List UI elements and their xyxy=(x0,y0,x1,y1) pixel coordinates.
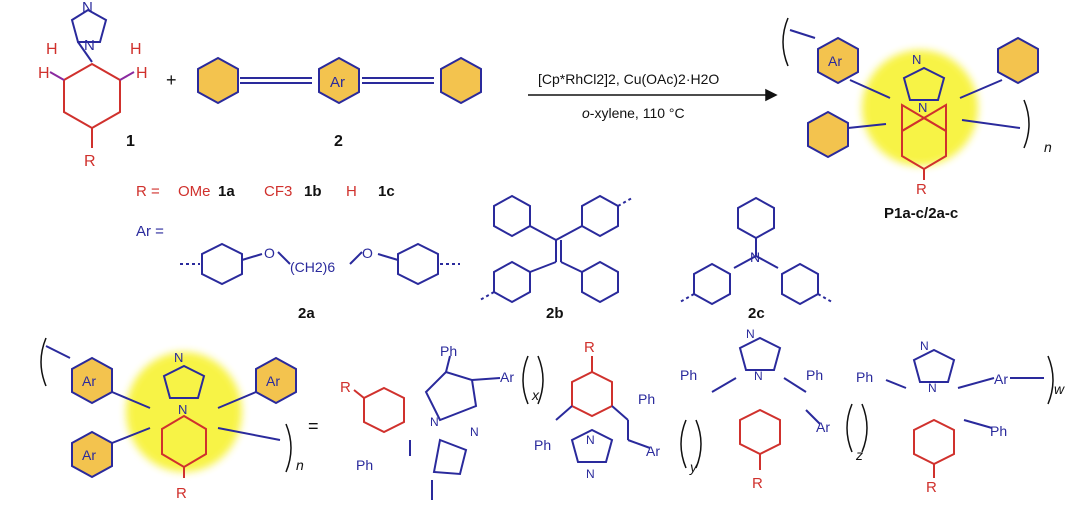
bottom-n-center: N xyxy=(178,402,187,417)
linker-o-left: O xyxy=(264,245,275,261)
bottom-n-subscript: n xyxy=(296,457,304,473)
isomer-y-ar: Ar xyxy=(646,443,660,459)
isomer-x-r: R xyxy=(340,379,351,396)
isomer-y-ph-left: Ph xyxy=(534,437,551,453)
compound-2-label: 2 xyxy=(334,133,343,150)
h-left-ring: H xyxy=(38,65,50,82)
isomer-z-ph-left: Ph xyxy=(680,367,697,383)
isomer-z-ar: Ar xyxy=(816,419,830,435)
isomer-unit-z xyxy=(711,336,821,470)
label-1c: 1c xyxy=(378,183,395,200)
condition-text: o-xylene, 110 °C xyxy=(582,105,685,121)
isomer-unit-x xyxy=(353,355,501,500)
isomer-x-n1: N xyxy=(430,415,439,429)
polymer-brackets xyxy=(40,17,1054,473)
h-right-ring: H xyxy=(136,65,148,82)
label-2b: 2b xyxy=(546,305,564,322)
isomer-y-n2: N xyxy=(586,467,595,481)
isomer-y-n1: N xyxy=(586,433,595,447)
product-n-top: N xyxy=(912,52,921,67)
compound-1-label: 1 xyxy=(126,133,135,150)
subscript-y: y xyxy=(689,459,698,475)
product-n-center: N xyxy=(918,100,927,115)
imidazole-n-bottom: N xyxy=(84,37,95,54)
bottom-r: R xyxy=(176,485,187,502)
isomer-x-n2: N xyxy=(470,425,479,439)
structure-2c xyxy=(679,196,833,306)
isomer-w-ar: Ar xyxy=(994,371,1008,387)
r-equals: R = xyxy=(136,183,160,200)
linker-o-right: O xyxy=(362,245,373,261)
structure-2a xyxy=(180,242,460,286)
label-2a: 2a xyxy=(298,305,315,322)
r-group-h: H xyxy=(346,183,357,200)
equals-sign: = xyxy=(308,416,319,436)
isomer-w-ph-right: Ph xyxy=(990,423,1007,439)
isomer-z-ph-right: Ph xyxy=(806,367,823,383)
isomer-z-n1: N xyxy=(746,327,755,341)
compound-2 xyxy=(197,56,482,105)
compound-1 xyxy=(49,8,135,148)
label-2c: 2c xyxy=(748,305,765,322)
isomer-x-ph-bottom: Ph xyxy=(356,457,373,473)
isomer-z-n2: N xyxy=(754,369,763,383)
subscript-z: z xyxy=(855,447,863,463)
r-group-cf3: CF3 xyxy=(264,183,292,200)
product-r: R xyxy=(916,181,927,198)
subscript-w: w xyxy=(1054,381,1065,397)
r-group-omethyl: OMe xyxy=(178,183,211,200)
bottom-ar-1: Ar xyxy=(82,373,96,389)
bottom-ar-2: Ar xyxy=(266,373,280,389)
isomer-x-ph-top: Ph xyxy=(440,343,457,359)
structure-2b xyxy=(479,194,633,304)
isomer-w-r: R xyxy=(926,479,937,496)
linker-chain: (CH2)6 xyxy=(290,259,335,275)
h-right-top: H xyxy=(130,41,142,58)
product-n-subscript: n xyxy=(1044,139,1052,155)
isomer-unit-y xyxy=(555,356,651,463)
reaction-arrow xyxy=(528,88,778,102)
product-ar-label: Ar xyxy=(828,53,842,69)
isomer-w-ph-left: Ph xyxy=(856,369,873,385)
isomer-y-r: R xyxy=(584,339,595,356)
r-substituent-1: R xyxy=(84,153,96,170)
label-1b: 1b xyxy=(304,183,322,200)
bottom-n-top: N xyxy=(174,350,183,365)
ar-equals: Ar = xyxy=(136,223,164,240)
isomer-unit-w xyxy=(885,348,1044,478)
triphenylamine-n: N xyxy=(750,249,760,265)
isomer-y-ph-right: Ph xyxy=(638,391,655,407)
isomer-w-n2: N xyxy=(928,381,937,395)
repeat-unit-highlighted xyxy=(45,345,297,479)
isomer-x-ar: Ar xyxy=(500,369,514,385)
plus-sign: + xyxy=(166,70,177,90)
isomer-z-r: R xyxy=(752,475,763,492)
bottom-ar-3: Ar xyxy=(82,447,96,463)
h-left-top: H xyxy=(46,41,58,58)
ar-label-compound-2: Ar xyxy=(330,74,345,91)
product-label: P1a-c/2a-c xyxy=(884,205,958,222)
subscript-x: x xyxy=(531,387,540,403)
imidazole-n-top: N xyxy=(82,0,93,16)
isomer-w-n1: N xyxy=(920,339,929,353)
label-1a: 1a xyxy=(218,183,235,200)
catalyst-text: [Cp*RhCl2]2, Cu(OAc)2·H2O xyxy=(538,71,719,87)
product-structure xyxy=(789,29,1039,180)
